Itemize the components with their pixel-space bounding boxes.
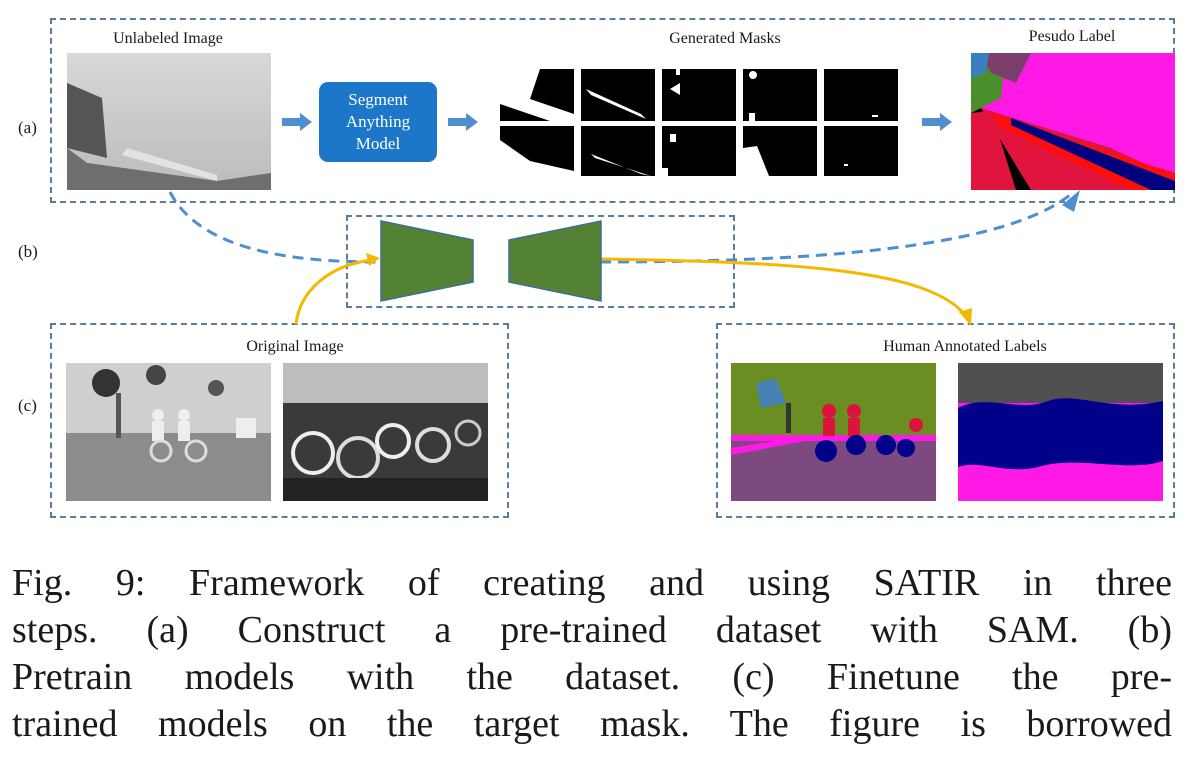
caption-line-2: steps. (a) Construct a pre-trained datas…: [12, 609, 1172, 651]
mask-thumbnail: [581, 126, 655, 176]
pseudo-label-caption: Pesudo Label: [1028, 28, 1116, 45]
human-label-street: [731, 363, 936, 501]
mask-thumbnail: [824, 69, 898, 121]
caption-line-3: Pretrain models with the dataset. (c) Fi…: [12, 656, 1172, 698]
yellow-link-in: [294, 258, 373, 325]
sam-line-3: Model: [355, 134, 401, 153]
mask-thumbnail: [662, 126, 736, 176]
human-label-bikes: [958, 363, 1163, 501]
row-label-c: (c): [18, 396, 37, 415]
generated-masks-caption: Generated Masks: [669, 30, 781, 47]
mask-thumbnail: [662, 69, 736, 121]
original-image-bikes: [283, 363, 488, 501]
human-labels-caption: Human Annotated Labels: [883, 338, 1047, 355]
mask-thumbnail: [743, 69, 817, 121]
dashed-link-left: [168, 191, 379, 264]
stage-c-labels-box: [716, 323, 1175, 518]
mask-thumbnail: [743, 126, 817, 176]
segment-anything-model-box: Segment Anything Model: [319, 82, 437, 162]
row-label-b: (b): [18, 242, 38, 261]
caption-line-4: trained models on the target mask. The f…: [12, 703, 1172, 745]
arrow-right-icon: [448, 113, 478, 131]
figure-caption: Fig. 9: Framework of creating and using …: [12, 560, 1172, 748]
arrow-head-icon: [1062, 190, 1080, 212]
decoder-shape: [508, 220, 602, 302]
caption-line-1: Fig. 9: Framework of creating and using …: [12, 562, 1172, 604]
original-image-caption: Original Image: [246, 338, 344, 355]
row-label-a: (a): [18, 118, 37, 137]
encoder-shape: [380, 220, 474, 302]
yellow-link-out: [599, 257, 968, 317]
arrow-head-icon: [366, 253, 380, 266]
unlabeled-image: [67, 53, 271, 190]
pseudo-label-image: [971, 53, 1175, 190]
mask-thumbnail: [500, 69, 574, 121]
sam-line-1: Segment: [348, 90, 408, 109]
mask-thumbnail: [824, 126, 898, 176]
arrow-right-icon: [922, 113, 952, 131]
mask-thumbnail: [581, 69, 655, 121]
stage-c-original-box: [50, 323, 509, 518]
arrow-right-icon: [282, 113, 312, 131]
original-image-street: [66, 363, 271, 501]
mask-thumbnail: [500, 126, 574, 176]
arrow-head-icon: [959, 308, 972, 326]
dashed-link-right: [599, 193, 1071, 264]
unlabeled-image-caption: Unlabeled Image: [113, 30, 223, 47]
sam-line-2: Anything: [345, 112, 411, 131]
